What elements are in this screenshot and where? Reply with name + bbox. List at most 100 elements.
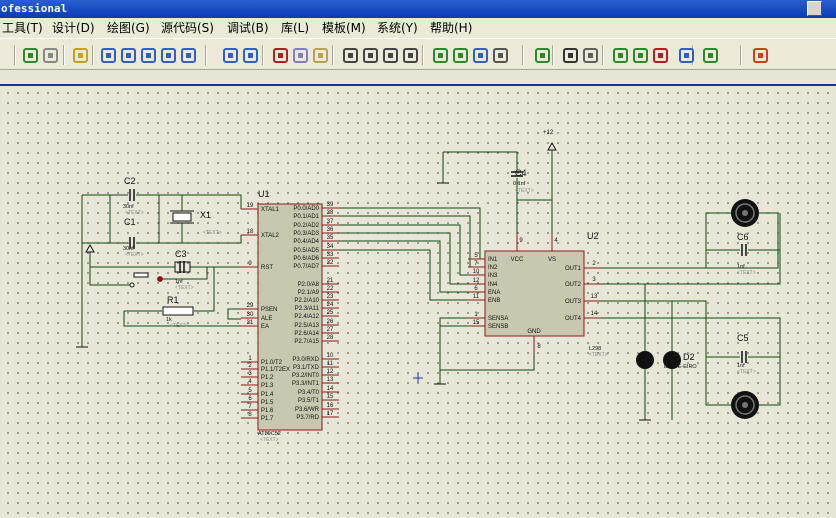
pick-device-icon[interactable] [432,47,449,64]
refresh-icon[interactable] [22,47,39,64]
motor-shaft [742,402,748,408]
u2-pin-name: ENA [488,290,500,296]
block-copy-icon[interactable] [342,47,359,64]
menu-help[interactable]: 帮助(H) [430,21,473,35]
u1-pin-num: 8 [248,412,252,418]
wire [601,212,731,269]
menu-graph[interactable]: 绘图(G) [107,21,150,35]
origin-icon[interactable] [72,47,89,64]
u1-pin-name: P1.1/T2EX [261,367,290,373]
u1-pin-name: PSEN [261,307,277,313]
u1-pin-name: P0.6/AD6 [293,256,319,262]
menu-library[interactable]: 库(L) [281,21,310,35]
bom-icon[interactable] [678,47,695,64]
make-device-icon[interactable] [452,47,469,64]
wire [339,232,468,285]
zoom-all-icon[interactable] [160,47,177,64]
wire [136,235,242,244]
erc-icon[interactable] [702,47,719,64]
c6-text: <TEXT> [737,270,756,276]
pan-icon[interactable] [100,47,117,64]
undo-icon[interactable] [222,47,239,64]
menu-source[interactable]: 源代码(S) [161,21,214,35]
zoom-area-icon[interactable] [180,47,197,64]
u1-pin-name: P2.3/A11 [295,306,320,312]
decompose-icon[interactable] [492,47,509,64]
u2-pin-name: SENSB [488,324,508,330]
u2-pin-num: 12 [473,278,480,284]
search-icon[interactable] [562,47,579,64]
wire [601,317,781,406]
u1-pin-name: P1.4 [261,392,274,398]
c1-text: <TEXT> [125,252,144,258]
zoom-out-icon[interactable] [140,47,157,64]
paste-icon[interactable] [312,47,329,64]
toolbar-separator [602,45,604,65]
schematic-canvas[interactable] [0,86,836,518]
u1-pin-num: 12 [327,369,334,375]
toolbar [0,38,836,70]
grid-icon[interactable] [42,47,59,64]
motor-shaft [742,210,748,216]
u2-ref: U2 [587,231,599,241]
u1-pin-num: 33 [327,252,334,258]
wire [339,240,468,293]
u1-pin-num: 19 [247,203,254,209]
u1-pin-num: 18 [247,229,254,235]
u1-pin-name: XTAL2 [261,233,280,239]
add-sheet-icon[interactable] [632,47,649,64]
menu-template[interactable]: 模板(M) [322,21,366,35]
u1-pin-name: P3.3/INT1 [292,381,320,387]
c2-ref: C2 [124,176,136,186]
toolbar-separator [262,45,264,65]
u1-ref: U1 [258,189,270,199]
u1-pin-name: P1.6 [261,408,274,414]
wire [339,224,468,276]
u1-pin-name: P0.2/AD2 [293,223,319,229]
zoom-in-icon[interactable] [120,47,137,64]
menu-debug[interactable]: 调试(B) [227,21,269,35]
u2-pin-name: OUT1 [565,266,582,272]
u1-pin-num: 30 [247,312,254,318]
u2-text: <TEXT> [589,352,608,358]
wire-autoroute-icon[interactable] [534,47,551,64]
wire [123,311,241,327]
package-tool-icon[interactable] [472,47,489,64]
ares-icon[interactable] [752,47,769,64]
block-rotate-icon[interactable] [382,47,399,64]
u2-pin-name: OUT3 [565,299,582,305]
toolbar-separator [14,45,16,65]
u1-pin-name: P2.6/A14 [294,331,319,337]
u1-pin-name: P0.3/AD3 [293,231,319,237]
menu-tools[interactable]: 工具(T) [2,21,43,35]
diode-body [663,351,681,369]
block-delete-icon[interactable] [402,47,419,64]
u1-pin-num: 5 [248,388,252,394]
property-tool-icon[interactable] [582,47,599,64]
netlist-icon[interactable] [612,47,629,64]
u1-text: <TEXT> [260,437,279,443]
u1-pin-num: 21 [327,278,334,284]
wire [440,353,535,371]
u1-pin-num: 2 [248,363,252,369]
u1-pin-num: 13 [327,377,334,383]
copy-icon[interactable] [292,47,309,64]
remove-sheet-icon[interactable] [652,47,669,64]
u1-pin-name: P0.1/AD1 [293,214,319,220]
menu-system[interactable]: 系统(Y) [377,21,418,35]
u2-pin-name: IN1 [488,257,498,263]
window-control-button[interactable] [807,1,822,16]
menu-design[interactable]: 设计(D) [52,21,95,35]
u2-pin-name: VS [548,257,556,263]
u1-pin-num: 1 [248,356,252,362]
u1-pin-num: 10 [327,353,334,359]
u1-pin-name: ALE [261,316,272,322]
cut-icon[interactable] [272,47,289,64]
redo-icon[interactable] [242,47,259,64]
u1-pin-name: P2.2/A10 [294,298,319,304]
block-move-icon[interactable] [362,47,379,64]
c2-value: 30nf [123,204,134,210]
u1-pin-num: 28 [327,335,334,341]
u2-pin-num: 7 [474,261,478,267]
c5-ref: C5 [737,333,749,343]
